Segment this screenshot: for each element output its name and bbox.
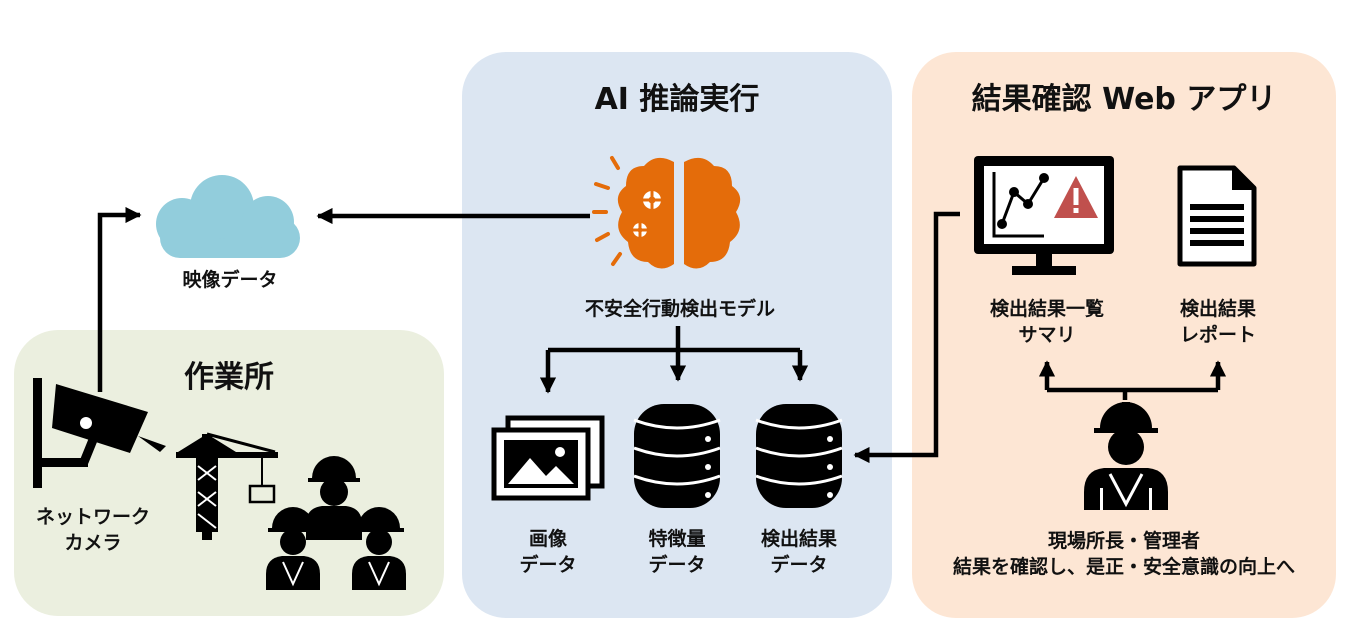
camera-icon (33, 378, 166, 488)
worker-left (266, 507, 320, 590)
ai-title: AI 推論実行 (594, 82, 760, 117)
summary-label-line2: サマリ (1018, 324, 1076, 346)
video-data-label: 映像データ (182, 269, 278, 291)
workers-icon (266, 456, 406, 590)
manager-icon (1084, 402, 1168, 510)
worker-right (352, 507, 406, 590)
summary-label: 検出結果一覧 サマリ (964, 296, 1130, 348)
feature-data-label-line1: 特徴量 (648, 528, 706, 550)
cloud-icon (156, 175, 300, 258)
arrow-camera-to-cloud (97, 206, 142, 392)
model-label: 不安全行動検出モデル (584, 298, 775, 320)
result-database-icon (755, 404, 843, 508)
image-data-label: 画像 データ (488, 526, 608, 578)
crane-icon (176, 432, 278, 540)
report-label: 検出結果 レポート (1148, 296, 1288, 348)
monitor-chart-icon (974, 156, 1114, 275)
worker-back (306, 456, 362, 540)
ai-brain-icon (592, 156, 741, 269)
result-data-label: 検出結果 データ (739, 526, 859, 578)
manager-label: 現場所長・管理者 結果を確認し、是正・安全意識の向上へ (916, 528, 1332, 580)
arrow-manager-split (1047, 387, 1218, 400)
camera-label: ネットワーク カメラ (18, 504, 168, 556)
feature-database-icon (633, 404, 721, 508)
image-data-icon (491, 415, 605, 501)
camera-label-line1: ネットワーク (35, 506, 150, 528)
site-title: 作業所 (184, 360, 274, 395)
web-panel (912, 52, 1336, 618)
camera-label-line2: カメラ (64, 532, 122, 554)
image-data-label-line2: データ (519, 554, 577, 576)
arrow-model-split (548, 326, 800, 353)
arrow-webapp-to-result (853, 211, 960, 464)
image-data-label-line1: 画像 (528, 528, 567, 550)
document-icon (1177, 165, 1257, 267)
report-label-line1: 検出結果 (1179, 298, 1256, 320)
manager-label-line1: 現場所長・管理者 (1047, 530, 1200, 552)
summary-label-line1: 検出結果一覧 (989, 298, 1104, 320)
report-label-line2: レポート (1179, 324, 1256, 346)
feature-data-label: 特徴量 データ (617, 526, 737, 578)
result-data-label-line1: 検出結果 (760, 528, 837, 550)
feature-data-label-line2: データ (648, 554, 706, 576)
result-data-label-line2: データ (770, 554, 828, 576)
web-title: 結果確認 Web アプリ (971, 82, 1277, 117)
manager-label-line2: 結果を確認し、是正・安全意識の向上へ (952, 556, 1295, 578)
connector-arrows (97, 206, 1227, 464)
